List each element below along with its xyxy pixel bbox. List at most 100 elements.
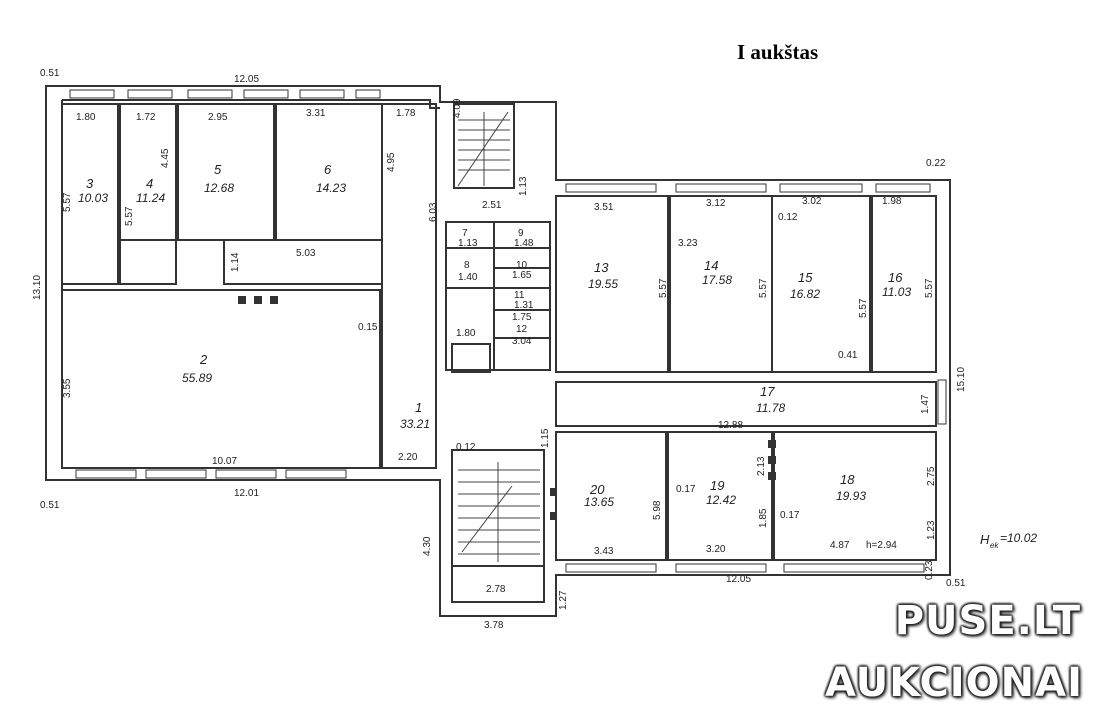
dimension-label: 0.51 — [946, 578, 966, 589]
room-16-area: 11.03 — [882, 285, 911, 299]
dimension-label: 5.57 — [62, 192, 73, 212]
dimension-label: 1.85 — [758, 508, 769, 528]
dimension-labels: 0.51 12.05 1.80 1.72 2.95 3.31 1.78 4.09… — [32, 68, 967, 631]
hall-1-outline — [381, 103, 437, 469]
dimension-label: 0.23 — [924, 560, 935, 580]
dimension-label: 0.41 — [838, 350, 858, 361]
dimension-label: H — [980, 532, 990, 547]
room-11-number: 11 — [514, 290, 525, 301]
dimension-label: 4.30 — [422, 536, 433, 556]
floor-title: I aukštas — [737, 40, 819, 64]
dimension-label: 3.78 — [484, 620, 504, 631]
dimension-label: 3.23 — [678, 238, 698, 249]
stair-treads-bottom — [458, 462, 540, 562]
room-10-area: 1.65 — [512, 270, 532, 281]
room-12-box — [451, 343, 491, 373]
dimension-label: 1.47 — [920, 394, 931, 414]
dimension-label: 3.43 — [594, 546, 614, 557]
dimension-label: 3.51 — [594, 202, 614, 213]
dimension-label: 5.57 — [924, 278, 935, 298]
dimension-label: 12.88 — [718, 420, 743, 431]
wc-block — [445, 221, 551, 371]
dimension-label: 3.55 — [62, 378, 73, 398]
room-4-area: 11.24 — [136, 191, 165, 205]
room-5-number: 5 — [214, 162, 222, 177]
watermark-line2: AUKCIONAI — [825, 660, 1083, 706]
room-12-area: 3.04 — [512, 336, 532, 347]
room-8-area: 1.40 — [458, 272, 478, 283]
dimension-label: 1.72 — [136, 112, 156, 123]
dimension-label: 2.51 — [482, 200, 502, 211]
dimension-label: 0.15 — [358, 322, 378, 333]
room-1-area: 33.21 — [400, 417, 430, 431]
room-19-area: 12.42 — [706, 493, 736, 507]
dimension-label: 5.57 — [124, 206, 135, 226]
room-8-number: 8 — [464, 260, 470, 271]
room-15-outline — [771, 195, 871, 373]
dimension-label: 0.51 — [40, 68, 60, 79]
dimension-label: 12.05 — [234, 74, 259, 85]
dimension-label: 12.01 — [234, 488, 259, 499]
room-18-number: 18 — [840, 472, 855, 487]
dimension-label: ek — [990, 541, 999, 550]
room-13-area: 19.55 — [588, 277, 618, 291]
watermark-line1: PUSE.LT — [894, 598, 1081, 644]
dimension-label: 0.22 — [926, 158, 946, 169]
room-17-number: 17 — [760, 384, 775, 399]
room-2-area: 55.89 — [182, 371, 212, 385]
dimension-label: 5.98 — [652, 500, 663, 520]
dimension-label: 4.45 — [160, 148, 171, 168]
room-17-area: 11.78 — [756, 401, 785, 415]
dimension-label: 2.20 — [398, 452, 418, 463]
dimension-label: 0.51 — [40, 500, 60, 511]
dimension-label: 6.03 — [428, 202, 439, 222]
room-4-outline — [119, 103, 177, 285]
room-9-number: 9 — [518, 228, 524, 239]
dimension-label: 12.05 — [726, 574, 751, 585]
room-5-area: 12.68 — [204, 181, 234, 195]
room-19-number: 19 — [710, 478, 724, 493]
room-9-area: 1.48 — [514, 238, 534, 249]
dimension-label: 5.57 — [658, 278, 669, 298]
room-6-number: 6 — [324, 162, 332, 177]
dimension-label: 3.31 — [306, 108, 326, 119]
room-3-number: 3 — [86, 176, 94, 191]
dimension-label: 1.23 — [926, 520, 937, 540]
room-13-number: 13 — [594, 260, 609, 275]
height-note: H ek =10.02 — [980, 531, 1037, 550]
dimension-label: 3.20 — [706, 544, 726, 555]
room-15-number: 15 — [798, 270, 813, 285]
dimension-label: 15.10 — [956, 367, 967, 392]
dimension-label: 1.15 — [540, 428, 551, 448]
dimension-label: 1.78 — [396, 108, 416, 119]
room-20-number: 20 — [589, 482, 605, 497]
outer-wall-west — [45, 85, 951, 617]
dimension-label: 13.10 — [32, 275, 43, 300]
dimension-label: 5.57 — [758, 278, 769, 298]
landing-bottom — [451, 565, 545, 603]
room-7-area: 1.13 — [458, 238, 478, 249]
dimension-label: 0.17 — [780, 510, 800, 521]
dimension-label: 0.17 — [676, 484, 696, 495]
corridor-17-outline — [555, 381, 937, 427]
room-14-area: 17.58 — [702, 273, 732, 287]
room-20-area: 13.65 — [584, 495, 614, 509]
dimension-label: 1.27 — [558, 590, 569, 610]
dimension-label: 4.09 — [452, 98, 463, 118]
room-14-number: 14 — [704, 258, 718, 273]
dimension-label: 1.98 — [882, 196, 902, 207]
stair-treads-top — [457, 111, 510, 187]
room-2-number: 2 — [199, 352, 208, 367]
dimension-label: 5.03 — [296, 248, 316, 259]
room-1-number: 1 — [415, 400, 422, 415]
dimension-label: 1.80 — [76, 112, 96, 123]
room-labels: 1 33.21 2 55.89 3 10.03 4 11.24 5 12.68 … — [78, 162, 911, 509]
dimension-label: 0.12 — [778, 212, 798, 223]
room-13-outline — [555, 195, 669, 373]
room-7-number: 7 — [462, 228, 468, 239]
dimension-label: 1.13 — [518, 176, 529, 196]
room-3-area: 10.03 — [78, 191, 108, 205]
dimension-label: 2.95 — [208, 112, 228, 123]
dimension-label: 3.12 — [706, 198, 726, 209]
